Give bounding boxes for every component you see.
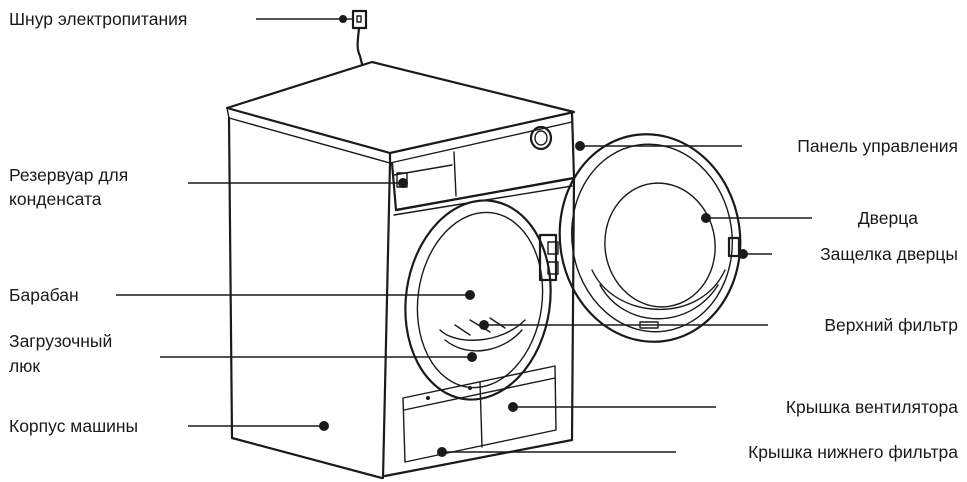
label-fan-cover: Крышка вентилятора (785, 397, 958, 417)
top-panel (225, 60, 576, 155)
label-machine-body: Корпус машины (9, 416, 139, 436)
power-plug-icon (351, 9, 368, 66)
side-panel (227, 116, 384, 480)
label-power-cord: Шнур электропитания (9, 9, 188, 29)
label-condensate-tank-line2: конденсата (9, 189, 102, 209)
open-door (558, 133, 742, 343)
label-drum: Барабан (9, 285, 79, 305)
control-knob (529, 125, 553, 151)
label-door-latch: Защелка дверцы (820, 244, 958, 264)
label-loading-hatch-line1: Загрузочный (9, 331, 113, 351)
label-control-panel: Панель управления (797, 136, 958, 156)
drum-opening (404, 199, 552, 401)
callouts (116, 15, 812, 457)
label-condensate-tank-line1: Резервуар для (9, 165, 129, 185)
label-lower-filter-cover: Крышка нижнего фильтра (748, 442, 958, 462)
label-door: Дверца (857, 208, 918, 228)
dryer-illustration (225, 9, 742, 480)
label-loading-hatch-line2: люк (9, 356, 40, 376)
label-upper-filter: Верхний фильтр (824, 315, 958, 335)
